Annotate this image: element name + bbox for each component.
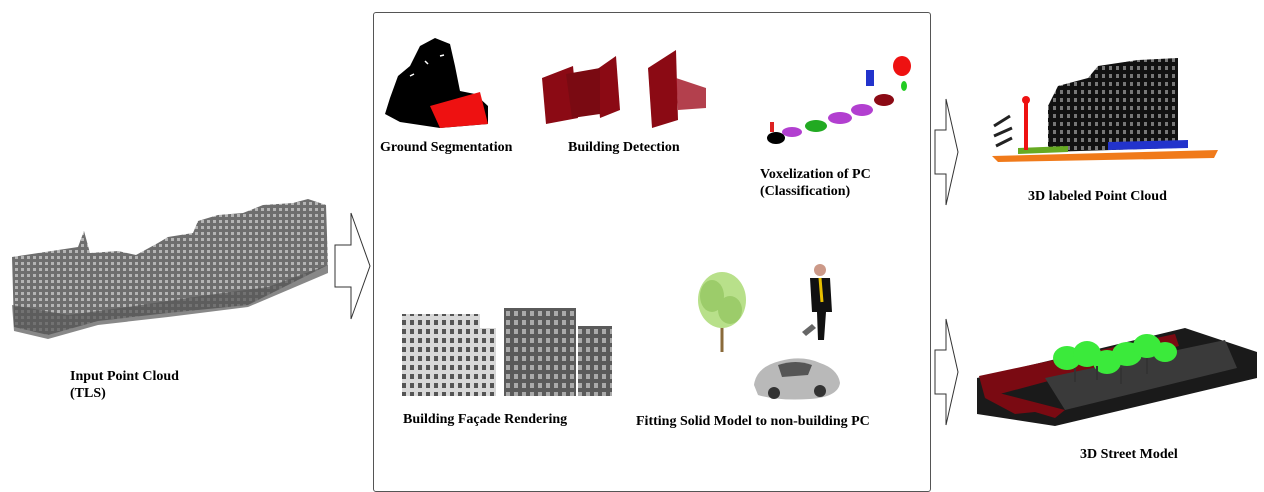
building-detection-label: Building Detection	[568, 140, 680, 155]
building-detection-image	[542, 50, 706, 128]
labeled-point-cloud-image	[992, 58, 1218, 162]
ground-segmentation-image	[385, 38, 488, 128]
arrow-right-icon	[934, 98, 959, 206]
fitting-model-label: Fitting Solid Model to non-building PC	[636, 414, 870, 429]
input-label-line2: (TLS)	[70, 386, 106, 401]
labeled-point-cloud-label: 3D labeled Point Cloud	[1028, 189, 1167, 204]
input-point-cloud-image	[12, 199, 328, 339]
facade-rendering-label: Building Façade Rendering	[403, 412, 568, 427]
voxelization-label-line2: (Classification)	[760, 184, 851, 199]
street-model-image	[977, 328, 1257, 426]
arrow-right-icon	[334, 212, 371, 320]
facade-rendering-image	[402, 308, 612, 396]
voxelization-image	[767, 56, 911, 144]
arrow-right-icon	[934, 318, 959, 426]
ground-segmentation-label: Ground Segmentation	[380, 140, 513, 155]
input-label-line1: Input Point Cloud	[70, 369, 179, 384]
person-model-image	[802, 264, 832, 340]
voxelization-label-line1: Voxelization of PC	[760, 167, 871, 182]
street-model-label: 3D Street Model	[1080, 447, 1178, 462]
tree-model-image	[698, 272, 746, 352]
car-model-image	[754, 358, 840, 400]
